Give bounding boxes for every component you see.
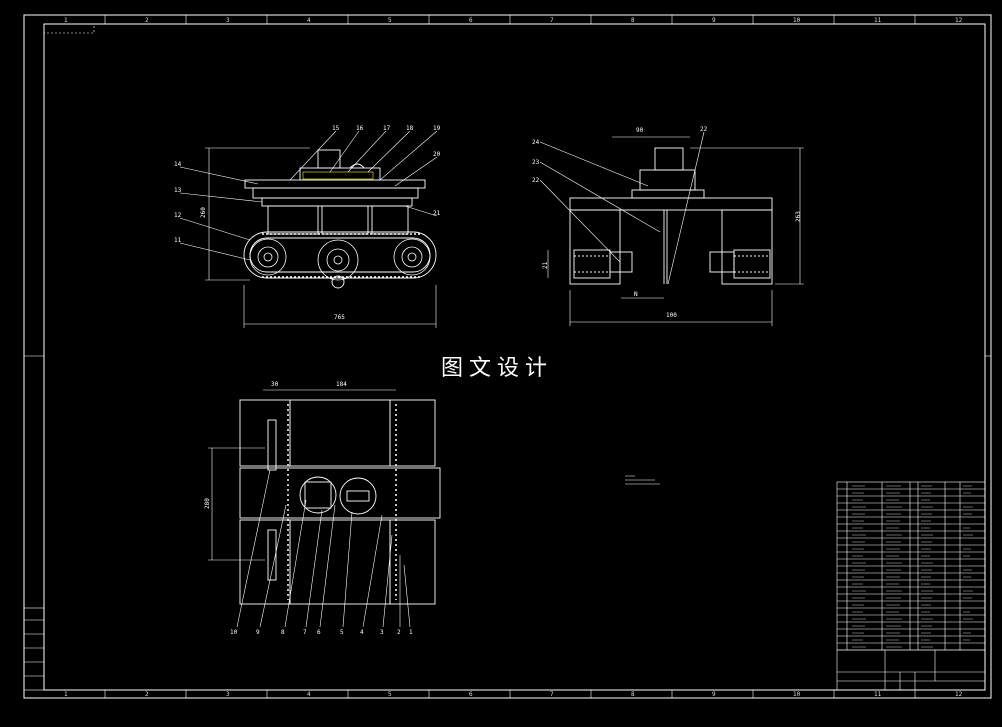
dim-side-height: 263 (795, 211, 802, 222)
balloon-17: 17 (383, 125, 391, 132)
zone-label-11: 11 (874, 17, 882, 24)
balloon-14: 14 (174, 161, 182, 168)
zone-label-10: 10 (793, 17, 801, 24)
zone-label-8: 8 (631, 17, 635, 24)
balloon-12: 12 (174, 212, 182, 219)
balloon-20: 20 (433, 151, 441, 158)
balloon-1: 1 (409, 629, 413, 636)
corner-dashed-box (43, 23, 95, 34)
technical-notes (625, 475, 660, 485)
balloon-18: 18 (406, 125, 414, 132)
zone-label-5: 5 (388, 691, 392, 698)
front-view (179, 130, 438, 328)
inner-frame (43, 23, 986, 691)
balloon-9: 9 (256, 629, 260, 636)
outer-frame (23, 14, 992, 699)
side-balloon-labels: 24 23 22 22 90 100 263 21 N (532, 126, 802, 319)
track-wheel-right (393, 238, 431, 276)
balloon-22-b: 22 (700, 126, 708, 133)
balloon-24: 24 (532, 139, 540, 146)
zone-label-6: 6 (469, 17, 473, 24)
zone-label-12: 12 (955, 17, 963, 24)
zone-label-7: 7 (550, 17, 554, 24)
balloon-22-a: 22 (532, 177, 540, 184)
zone-label-3: 3 (226, 17, 230, 24)
balloon-5: 5 (340, 629, 344, 636)
dim-top-h: 280 (204, 498, 211, 509)
track-wheel-mid (317, 239, 359, 281)
balloon-4: 4 (360, 629, 364, 636)
balloon-8: 8 (281, 629, 285, 636)
track-wheel-left (249, 238, 287, 276)
dim-side-left: 21 (542, 261, 549, 269)
dim-top-a: 30 (271, 381, 279, 388)
balloon-7: 7 (303, 629, 307, 636)
dim-side-width: 100 (666, 312, 677, 319)
balloon-16: 16 (356, 125, 364, 132)
dim-side-top: 90 (636, 127, 644, 134)
zone-label-7: 7 (550, 691, 554, 698)
balloon-19: 19 (433, 125, 441, 132)
zone-label-4: 4 (307, 17, 311, 24)
zone-label-12: 12 (955, 691, 963, 698)
approval-block (23, 607, 45, 691)
zone-label-10: 10 (793, 691, 801, 698)
zone-label-1: 1 (64, 17, 68, 24)
zone-label-2: 2 (145, 17, 149, 24)
balloon-21: 21 (433, 210, 441, 217)
balloon-10: 10 (230, 629, 238, 636)
balloon-6: 6 (317, 629, 321, 636)
balloon-2: 2 (397, 629, 401, 636)
balloon-13: 13 (174, 187, 182, 194)
balloon-15: 15 (332, 125, 340, 132)
dim-front-width: 765 (334, 314, 345, 321)
top-balloon-labels: 10 9 8 7 6 5 4 3 2 1 30 184 280 (204, 381, 413, 636)
watermark-text: 图文设计 (441, 356, 554, 381)
zone-label-4: 4 (307, 691, 311, 698)
bom-scribble (852, 485, 973, 648)
dim-front-height: 260 (200, 207, 207, 218)
top-view (208, 389, 441, 628)
zone-label-5: 5 (388, 17, 392, 24)
zone-label-9: 9 (712, 17, 716, 24)
zone-ticks (24, 15, 991, 698)
zone-label-3: 3 (226, 691, 230, 698)
bom-table (836, 481, 986, 691)
balloon-23: 23 (532, 159, 540, 166)
zone-label-11: 11 (874, 691, 882, 698)
side-wheel-left (573, 249, 633, 279)
balloon-11: 11 (174, 237, 182, 244)
dim-top-b: 184 (336, 381, 347, 388)
zone-label-6: 6 (469, 691, 473, 698)
side-view (539, 131, 804, 326)
front-balloon-labels: 15 16 17 18 19 20 21 14 13 12 11 765 260 (174, 125, 441, 321)
balloon-3: 3 (380, 629, 384, 636)
zone-label-1: 1 (64, 691, 68, 698)
dim-side-inner: N (634, 291, 638, 298)
zone-label-8: 8 (631, 691, 635, 698)
zone-label-2: 2 (145, 691, 149, 698)
side-wheel-right (709, 249, 771, 279)
zone-label-9: 9 (712, 691, 716, 698)
